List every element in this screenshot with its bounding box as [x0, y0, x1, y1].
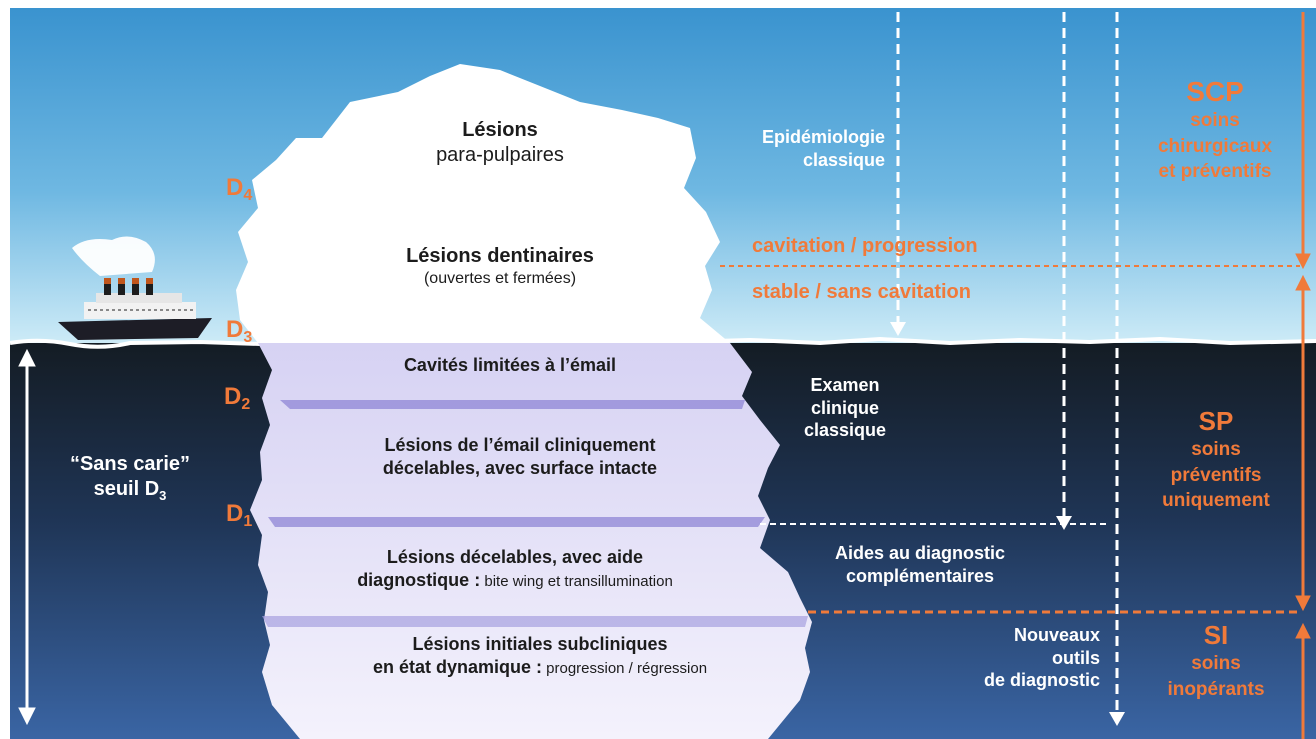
level-d3-letter: D — [226, 316, 244, 343]
zone-sp-code: SP — [1198, 406, 1234, 436]
band-d2 — [280, 400, 745, 409]
waterline — [9, 336, 1316, 349]
aides-label: Aides au diagnostic complémentaires — [800, 542, 1040, 587]
aide-line2-bold: diagnostique : — [357, 569, 481, 590]
email-line1: Cavités limitées à l’émail — [403, 355, 617, 375]
nouveaux-line2: outils — [1052, 647, 1100, 668]
sans-carie-line2: seuil D3 — [40, 477, 220, 504]
dentinaires-line2: (ouvertes et fermées) — [423, 270, 577, 287]
initiales-label: Lésions initiales subcliniques en état d… — [280, 633, 800, 678]
initiales-line2-normal: progression / régression — [541, 659, 708, 677]
zone-si-line2: inopérants — [1167, 678, 1265, 700]
cavitation-label: cavitation / progression — [752, 235, 978, 257]
zone-si-line1: soins — [1191, 653, 1241, 674]
email-clinique-line1: Lésions de l’émail cliniquement — [384, 435, 656, 455]
stable-label: stable / sans cavitation — [752, 281, 971, 303]
zone-sp-line3: uniquement — [1162, 490, 1270, 512]
para-pulpaires-line1: Lésions — [462, 119, 538, 141]
nouveaux-line3: de diagnostic — [983, 670, 1100, 690]
email-clinique-line2: décelables, avec surface intacte — [382, 457, 658, 478]
level-d4-sub: 4 — [243, 187, 253, 204]
sp-arrow — [1295, 274, 1311, 612]
scp-arrow — [1295, 12, 1311, 270]
level-d1-sub: 1 — [243, 513, 253, 530]
examen-line2: clinique — [810, 397, 879, 418]
epidemiologie-line2: classique — [802, 149, 885, 170]
zone-scp-line1: soins — [1190, 110, 1240, 131]
email-label: Cavités limitées à l’émail — [330, 354, 690, 377]
iceberg-submerged — [250, 343, 812, 739]
zone-si-code: SI — [1203, 620, 1229, 650]
zone-sp-line1: soins — [1191, 439, 1241, 460]
level-d1: D1 — [226, 500, 252, 531]
aide-line1: Lésions décelables, avec aide — [386, 547, 644, 567]
aide-line2: diagnostique : bite wing et transillumin… — [270, 569, 760, 592]
para-pulpaires-line2: para-pulpaires — [436, 144, 564, 166]
ship-icon — [58, 236, 212, 340]
aide-line2-normal: bite wing et transillumination — [480, 572, 673, 590]
zone-scp-line3: et préventifs — [1158, 161, 1272, 183]
email-clinique-label: Lésions de l’émail cliniquement décelabl… — [300, 434, 740, 479]
level-d4: D4 — [226, 174, 252, 205]
initiales-line1: Lésions initiales subcliniques — [412, 634, 668, 654]
nouveaux-label: Nouveaux outils de diagnostic — [930, 624, 1100, 692]
examen-line3: classique — [803, 420, 887, 440]
aides-line2: complémentaires — [845, 565, 995, 586]
band-diag — [262, 616, 808, 627]
seuil-text: seuil D — [93, 478, 160, 500]
level-d4-letter: D — [226, 174, 244, 201]
si-arrow — [1295, 622, 1311, 739]
band-d1 — [268, 517, 765, 527]
aides-line1: Aides au diagnostic — [834, 543, 1006, 563]
level-d2-letter: D — [224, 383, 242, 410]
level-d2-sub: 2 — [241, 396, 251, 413]
initiales-line2-bold: en état dynamique : — [372, 656, 542, 677]
zone-sp-line2: préventifs — [1170, 464, 1262, 486]
para-pulpaires-label: Lésions para-pulpaires — [385, 118, 615, 168]
examen-label: Examen clinique classique — [780, 374, 910, 442]
dentinaires-line1: Lésions dentinaires — [406, 245, 594, 267]
level-d3-sub: 3 — [243, 329, 253, 346]
zone-scp: SCP soins chirurgicaux et préventifs — [1130, 76, 1300, 185]
epidemio-arrowhead — [890, 322, 906, 336]
epidemiologie-line1: Epidémiologie — [761, 127, 885, 147]
level-d2: D2 — [224, 383, 250, 414]
sans-carie-line1: “Sans carie” — [69, 453, 191, 475]
dentinaires-label: Lésions dentinaires (ouvertes et fermées… — [355, 244, 645, 289]
initiales-line2: en état dynamique : progression / régres… — [280, 656, 800, 679]
examen-line1: Examen — [810, 375, 880, 395]
epidemiologie-label: Epidémiologie classique — [700, 126, 885, 171]
zone-si: SI soins inopérants — [1130, 620, 1302, 702]
sans-carie-label: “Sans carie” seuil D3 — [40, 452, 220, 504]
zone-scp-line2: chirurgicaux — [1157, 135, 1273, 157]
nouveaux-line1: Nouveaux — [1013, 625, 1100, 645]
level-d1-letter: D — [226, 500, 244, 527]
aide-label: Lésions décelables, avec aide diagnostiq… — [270, 546, 760, 591]
level-d3: D3 — [226, 316, 252, 347]
depth-arrow — [18, 348, 36, 726]
iceberg-emerged — [236, 64, 730, 343]
zone-scp-code: SCP — [1186, 76, 1244, 107]
outils-arrowhead — [1109, 712, 1125, 726]
zone-sp: SP soins préventifs uniquement — [1130, 406, 1302, 514]
seuil-sub: 3 — [159, 488, 167, 503]
